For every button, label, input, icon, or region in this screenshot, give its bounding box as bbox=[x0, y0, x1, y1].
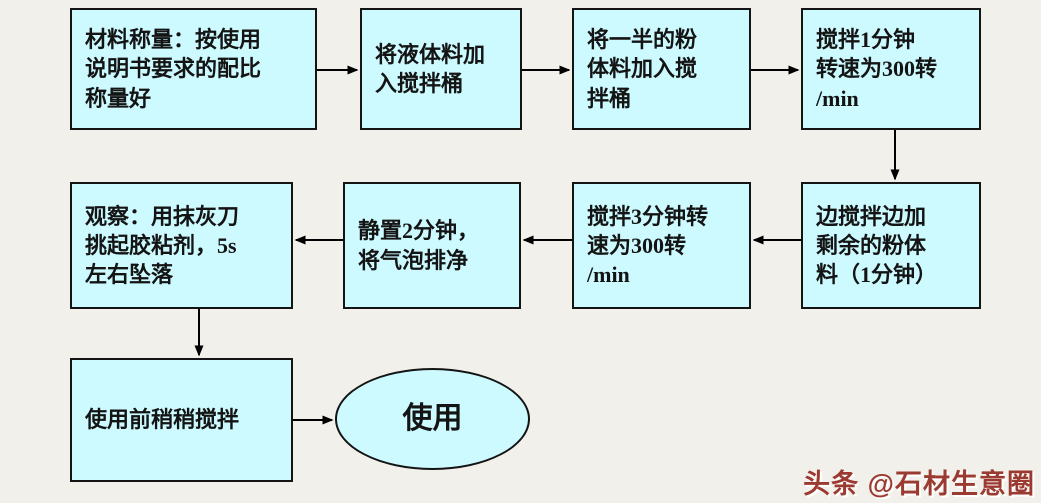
watermark-text: 头条 @石材生意圈 bbox=[803, 469, 1035, 499]
step-add-remaining-powder: 边搅拌边加 剩余的粉体 料（1分钟） bbox=[801, 182, 981, 309]
step-add-half-powder: 将一半的粉 体料加入搅 拌桶 bbox=[572, 8, 751, 130]
step-add-liquid: 将液体料加 入搅拌桶 bbox=[360, 8, 522, 130]
step-rest-2min: 静置2分钟， 将气泡排净 bbox=[343, 182, 521, 309]
step-observe-trowel: 观察：用抹灰刀 挑起胶粘剂，5s 左右坠落 bbox=[70, 182, 293, 309]
terminal-use: 使用 bbox=[335, 368, 530, 470]
step-stir-3min: 搅拌3分钟转 速为300转 /min bbox=[572, 182, 751, 309]
step-stir-1min: 搅拌1分钟 转速为300转 /min bbox=[801, 8, 981, 130]
step-weigh-materials: 材料称量：按使用 说明书要求的配比 称量好 bbox=[70, 8, 317, 130]
step-stir-before-use: 使用前稍稍搅拌 bbox=[70, 358, 293, 482]
